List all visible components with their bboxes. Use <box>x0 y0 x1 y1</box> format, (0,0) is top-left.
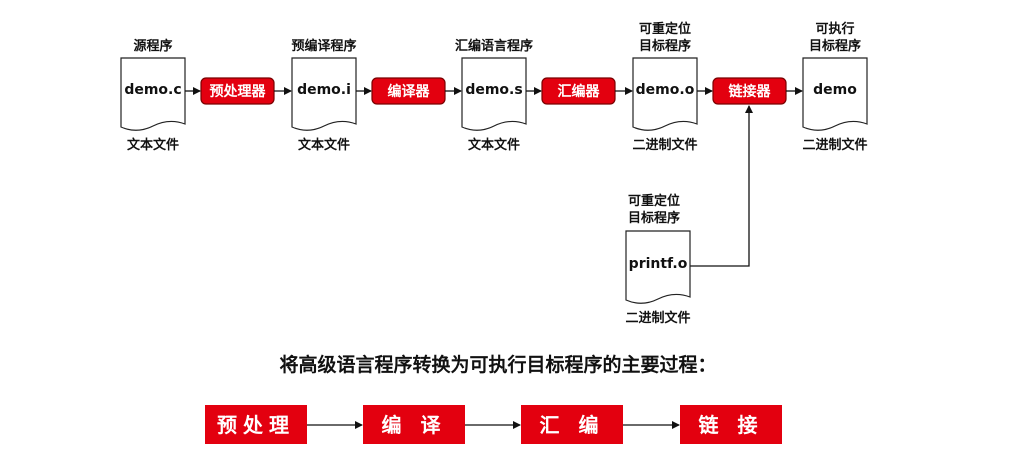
file-name: demo.i <box>297 82 351 98</box>
file-name: demo <box>813 82 857 98</box>
file-bottom-label: 文本文件 <box>298 137 350 153</box>
file-bottom-label: 二进制文件 <box>625 310 690 326</box>
summary-heading: 将高级语言程序转换为可执行目标程序的主要过程： <box>279 353 716 376</box>
file-name: printf.o <box>629 256 688 272</box>
file-top-label: 目标程序 <box>639 38 691 54</box>
file-top-label: 汇编语言程序 <box>455 38 533 54</box>
file-bottom-label: 文本文件 <box>468 137 520 153</box>
file-name: demo.c <box>124 82 181 98</box>
processor-label: 编译器 <box>388 83 431 100</box>
file-doc-object: 可重定位 目标程序 demo.o 二进制文件 <box>632 21 698 153</box>
processor-label: 汇编器 <box>558 83 601 100</box>
library-arrow <box>690 105 753 267</box>
file-top-label: 源程序 <box>133 38 172 54</box>
file-top-label: 可重定位 <box>628 193 680 209</box>
step-label: 汇 编 <box>540 413 605 437</box>
file-doc-executable: 可执行 目标程序 demo 二进制文件 <box>802 21 868 153</box>
processor-compiler: 编译器 <box>371 77 446 105</box>
step-box <box>521 405 623 444</box>
processor-label: 链接器 <box>729 83 772 100</box>
file-top-label: 目标程序 <box>628 210 680 226</box>
file-name: demo.s <box>465 82 522 98</box>
step-box <box>205 405 307 444</box>
processor-assembler: 汇编器 <box>541 77 616 105</box>
summary-steps: 预处理 编 译 汇 编 链 接 <box>205 405 782 444</box>
step-box <box>363 405 465 444</box>
file-doc-assembly: 汇编语言程序 demo.s 文本文件 <box>455 38 533 153</box>
file-top-label: 目标程序 <box>809 38 861 54</box>
step-label: 链 接 <box>699 413 764 437</box>
file-top-label: 可执行 <box>815 21 854 37</box>
processor-preprocessor: 预处理器 <box>200 77 275 105</box>
document-icon <box>632 57 698 131</box>
processor-linker: 链接器 <box>712 77 787 105</box>
file-name: demo.o <box>636 82 695 98</box>
file-doc-preprocessed: 预编译程序 demo.i 文本文件 <box>291 38 357 153</box>
pipeline-arrows <box>185 87 803 267</box>
document-icon <box>120 57 186 131</box>
file-top-label: 预编译程序 <box>291 38 356 54</box>
file-bottom-label: 二进制文件 <box>802 137 867 153</box>
document-icon <box>291 57 357 131</box>
step-label: 编 译 <box>382 413 447 437</box>
file-top-label: 可重定位 <box>639 21 691 37</box>
document-icon <box>625 230 691 304</box>
document-icon <box>461 57 527 131</box>
file-bottom-label: 文本文件 <box>127 137 179 153</box>
file-bottom-label: 二进制文件 <box>632 137 697 153</box>
processor-label: 预处理器 <box>210 83 267 100</box>
step-label: 预处理 <box>217 413 295 437</box>
file-doc-library: 可重定位 目标程序 printf.o 二进制文件 <box>625 193 691 326</box>
step-box <box>680 405 782 444</box>
file-doc-source: 源程序 demo.c 文本文件 <box>120 38 186 153</box>
document-icon <box>802 57 868 131</box>
